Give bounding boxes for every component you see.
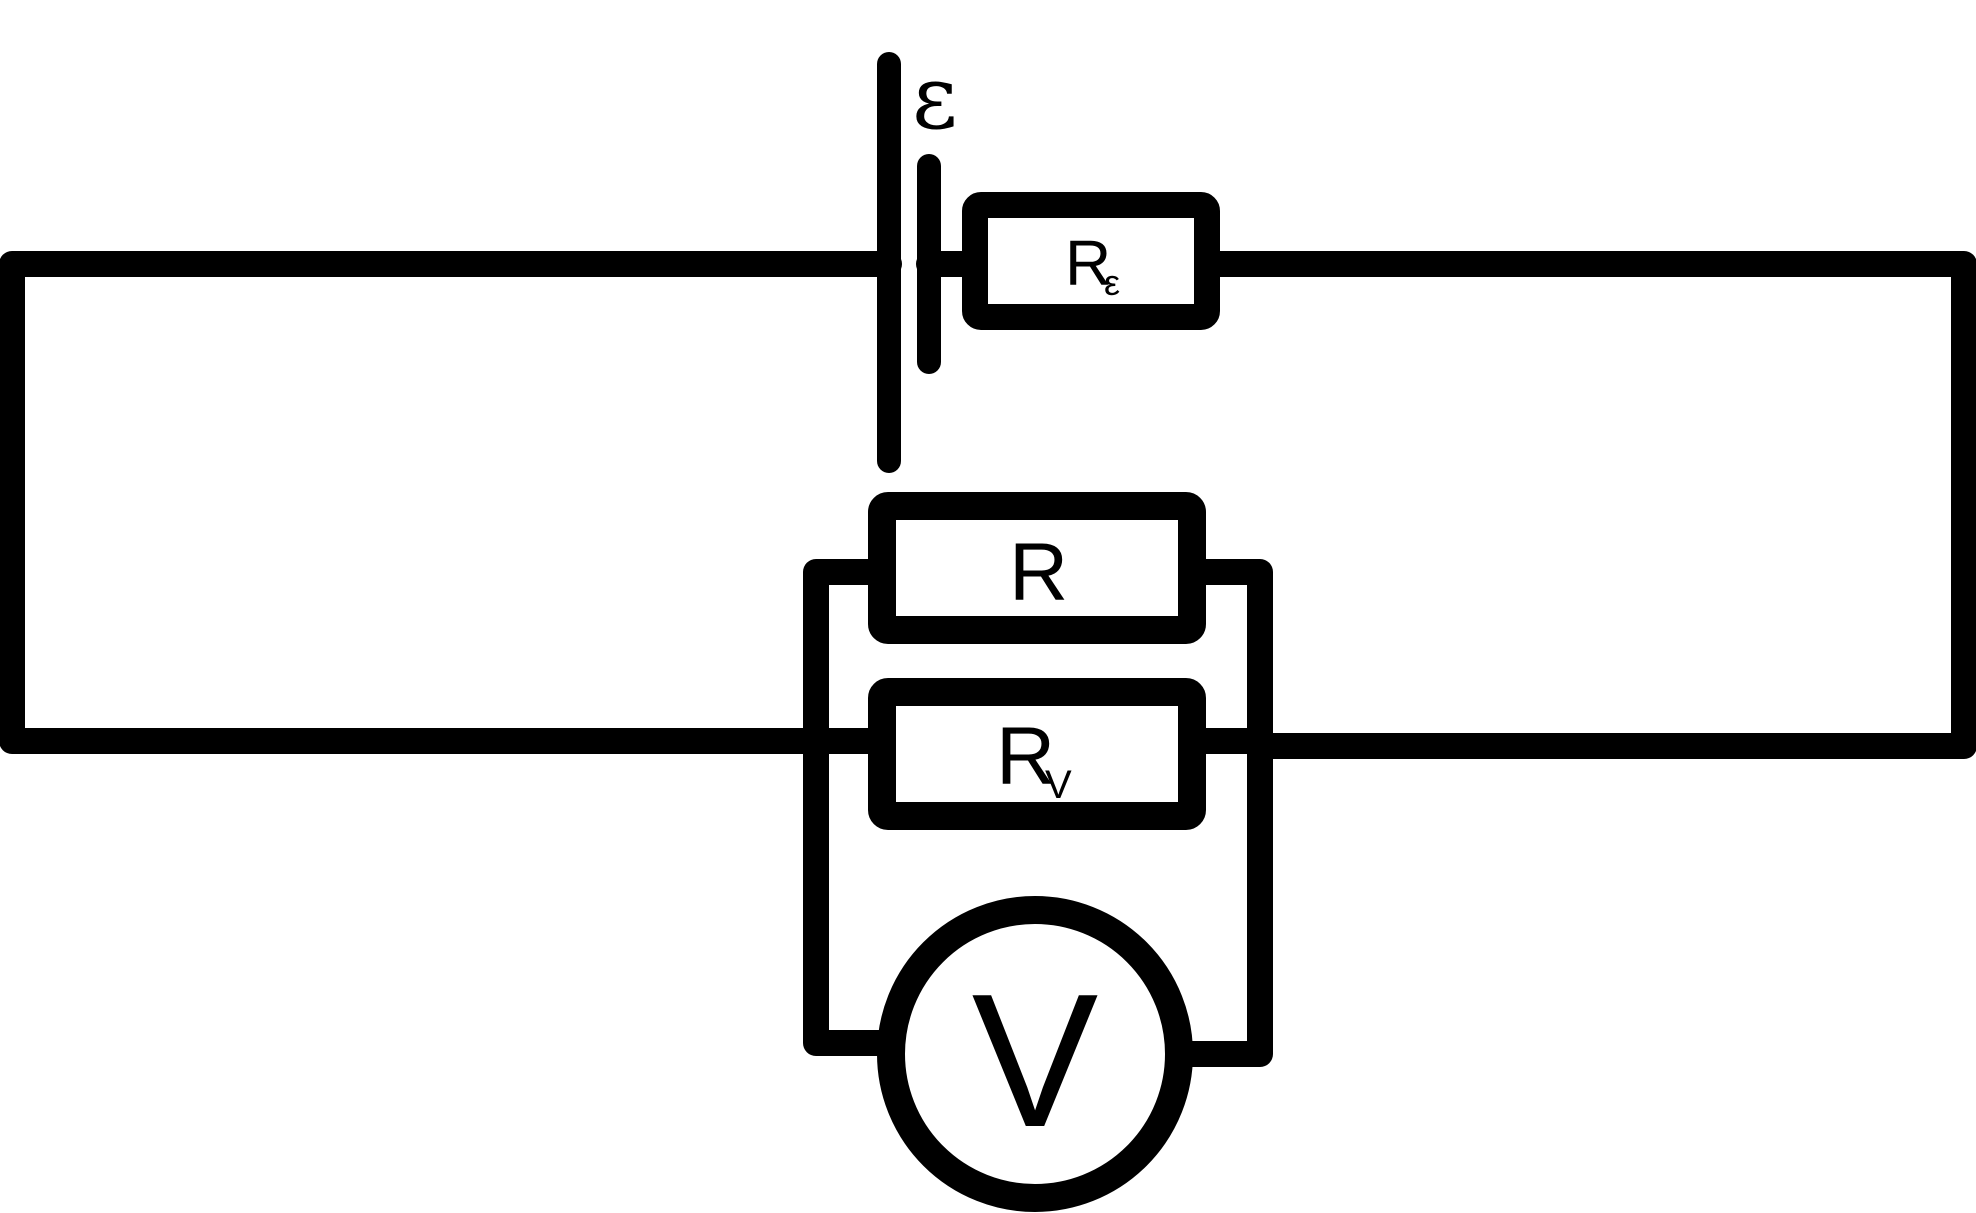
right-wire [1194,251,1976,759]
top-left-wire [0,251,902,754]
left-bus [803,559,903,1056]
resistor-rv [868,678,1206,830]
right-bus [1174,559,1273,1067]
internal-resistor-subscript: ε [1104,262,1120,303]
emf-label: ε [912,46,958,149]
internal-resistor-label: R [1065,227,1111,299]
resistor-r [868,492,1206,644]
voltmeter-label: V [972,955,1099,1167]
voltmeter [877,896,1193,1212]
internal-resistor [962,192,1220,330]
resistor-rv-label: R [996,711,1055,802]
resistor-rv-subscript: V [1045,763,1072,807]
battery [877,52,941,473]
resistor-r-label: R [1009,527,1068,618]
